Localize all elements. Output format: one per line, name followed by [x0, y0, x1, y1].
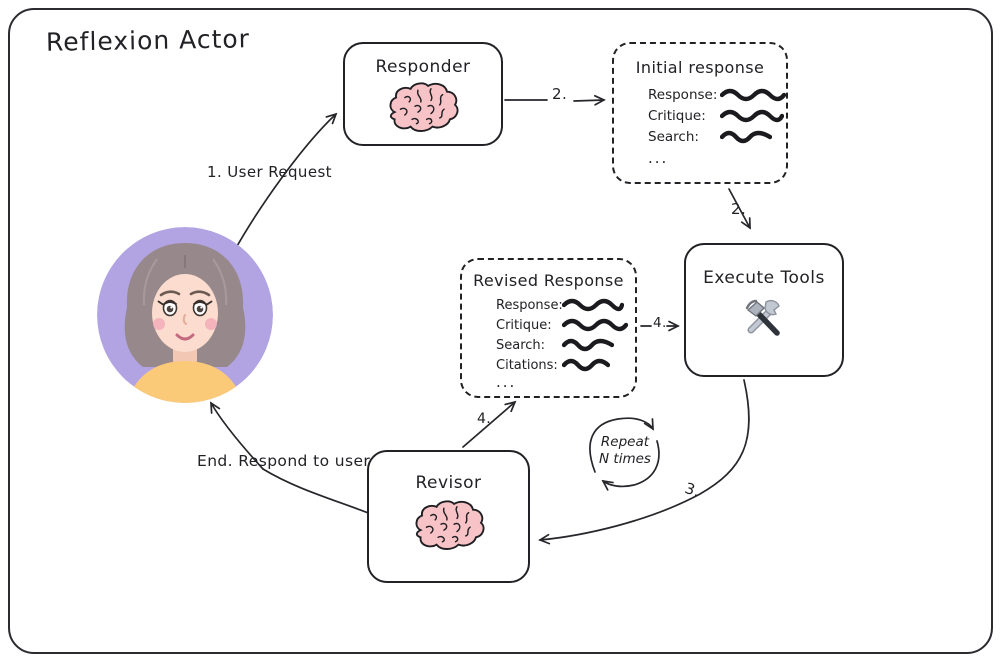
edge-label-revised-to-execute: 4.: [653, 315, 667, 331]
row-label: Search:: [648, 128, 699, 145]
row-label: Critique:: [496, 317, 552, 333]
revised-row-ellipsis: ...: [496, 373, 517, 391]
initial-response-title: Initial response: [635, 58, 765, 77]
revised-response-title: Revised Response: [473, 271, 624, 290]
responder-label: Responder: [375, 57, 471, 77]
text-squiggle: [720, 88, 786, 101]
repeat-note-line2: N times: [599, 451, 651, 467]
initial-row-ellipsis: ...: [648, 148, 669, 167]
revised-row-citations: Citations:: [496, 355, 635, 375]
diagram-frame: [8, 8, 993, 654]
repeat-note-line1: Repeat: [600, 434, 650, 450]
brain-icon: [389, 82, 459, 132]
edge-label-user-request: 1. User Request: [207, 163, 332, 181]
text-squiggle: [562, 318, 628, 332]
node-execute-tools: Execute Tools: [684, 243, 844, 377]
revised-row-critique: Critique:: [496, 315, 635, 335]
node-initial-response: Initial response Response: Critique: Sea…: [612, 42, 788, 184]
text-squiggle: [562, 298, 624, 312]
initial-row-critique: Critique:: [648, 105, 786, 126]
row-label: Response:: [496, 297, 563, 313]
text-squiggle: [562, 338, 614, 352]
initial-row-response: Response:: [648, 84, 786, 105]
revised-row-search: Search:: [496, 335, 635, 355]
edge-label-responder-to-initial: 2.: [552, 85, 568, 103]
row-label: Critique:: [648, 107, 706, 124]
row-label: Citations:: [496, 357, 558, 373]
edge-label-respond-to-user: End. Respond to user: [197, 452, 371, 470]
row-label: Response:: [648, 86, 718, 103]
node-revised-response: Revised Response Response: Critique: Sea…: [460, 258, 637, 398]
edge-label-revisor-to-revised: 4.: [477, 411, 492, 427]
user-avatar: [97, 227, 273, 403]
hammer-wrench-icon: [745, 299, 780, 336]
revisor-label: Revisor: [415, 473, 482, 493]
initial-row-search: Search:: [648, 126, 786, 147]
node-revisor: Revisor: [367, 450, 530, 583]
repeat-note: Repeat N times: [586, 434, 664, 468]
edge-label-initial-to-execute: 2.: [731, 200, 747, 218]
revised-row-response: Response:: [496, 295, 635, 315]
text-squiggle: [720, 130, 772, 143]
row-label: Search:: [496, 337, 546, 353]
brain-icon: [415, 500, 484, 550]
execute-tools-label: Execute Tools: [703, 268, 825, 288]
node-responder: Responder: [343, 42, 503, 146]
page-title: Reflexion Actor: [45, 24, 251, 57]
user-avatar-illustration: [97, 227, 273, 403]
text-squiggle: [562, 358, 610, 372]
text-squiggle: [720, 109, 784, 122]
